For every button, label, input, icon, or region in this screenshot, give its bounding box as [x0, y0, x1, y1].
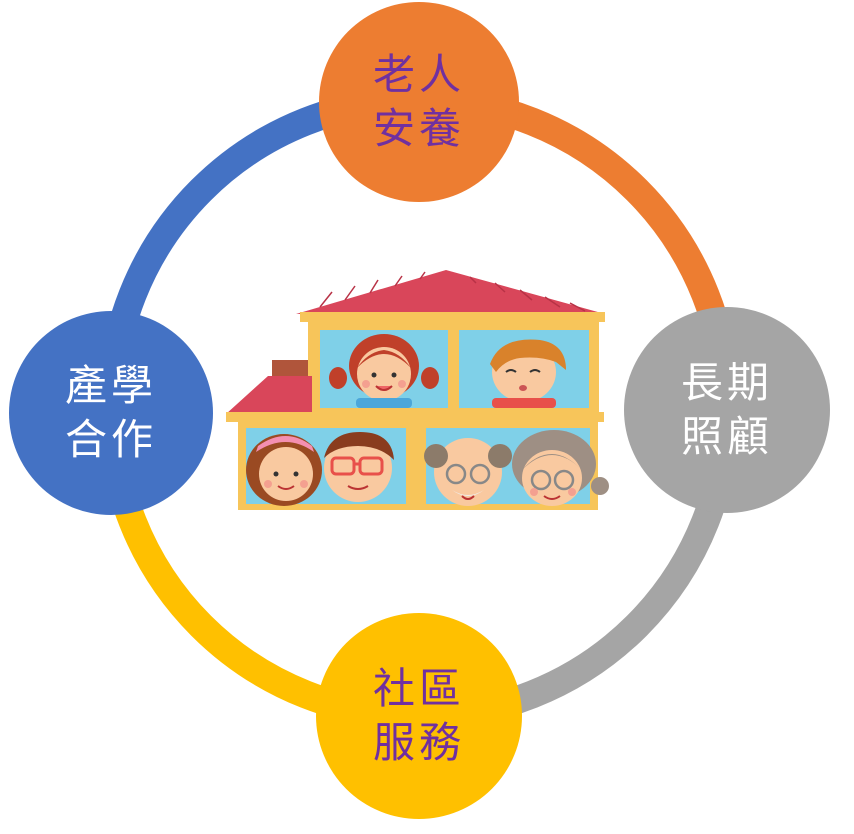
node-industry-academia: 產學 合作 [11, 353, 211, 473]
node-elder-care-line1: 老人 [372, 50, 465, 99]
house-family-icon [226, 270, 609, 510]
node-elder-care: 老人 安養 [319, 42, 519, 162]
boy-figure [490, 339, 566, 408]
node-community-service-line1: 社區 [372, 664, 465, 713]
node-circle-left [9, 311, 213, 515]
upper-roof [296, 270, 605, 314]
node-long-term-care-line2: 照顧 [680, 412, 773, 461]
node-industry-academia-line1: 產學 [64, 361, 157, 410]
node-circle-bottom [316, 613, 522, 819]
girl-figure [329, 334, 439, 408]
annex-eave [226, 412, 604, 422]
grandmother-figure [512, 430, 609, 506]
roof-eave [300, 312, 605, 322]
node-circle-top [319, 2, 519, 202]
node-circle-right [624, 307, 830, 513]
grandfather-figure [424, 438, 512, 506]
node-community-service: 社區 服務 [319, 656, 519, 776]
chimney [272, 360, 308, 376]
node-elder-care-line2: 安養 [372, 104, 465, 153]
node-long-term-care-line1: 長期 [680, 358, 773, 407]
node-community-service-line2: 服務 [372, 718, 465, 767]
node-long-term-care: 長期 照顧 [627, 350, 827, 470]
mother-figure [246, 434, 322, 506]
annex-roof [226, 376, 312, 414]
father-figure [324, 432, 394, 502]
node-industry-academia-line2: 合作 [64, 415, 157, 464]
